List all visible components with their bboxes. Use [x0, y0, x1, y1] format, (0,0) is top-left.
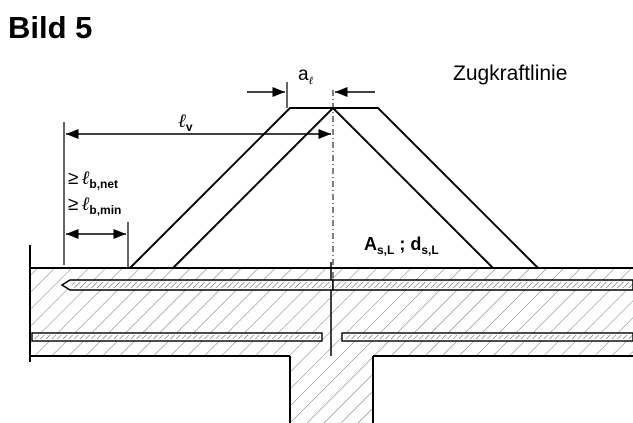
diagram-title: Bild 5 [8, 10, 92, 45]
shift-label: aℓ [298, 64, 314, 87]
bottom-reinforcement-bars [31, 332, 633, 342]
bar-area-diameter-label: As,L ; ds,L [364, 234, 439, 257]
concrete-slab [29, 245, 633, 362]
lap-length-label: ℓv [178, 110, 193, 134]
lap-length-dimension [63, 122, 331, 265]
anchorage-min-label: ≥ℓb,min [68, 193, 121, 217]
tension-line-caption: Zugkraftlinie [453, 62, 567, 85]
anchorage-dimension [66, 222, 129, 268]
top-reinforcement-bars [60, 279, 633, 291]
shift-dimension [247, 82, 375, 108]
support-column [289, 356, 374, 423]
anchorage-net-label: ≥ℓb,net [68, 167, 118, 191]
